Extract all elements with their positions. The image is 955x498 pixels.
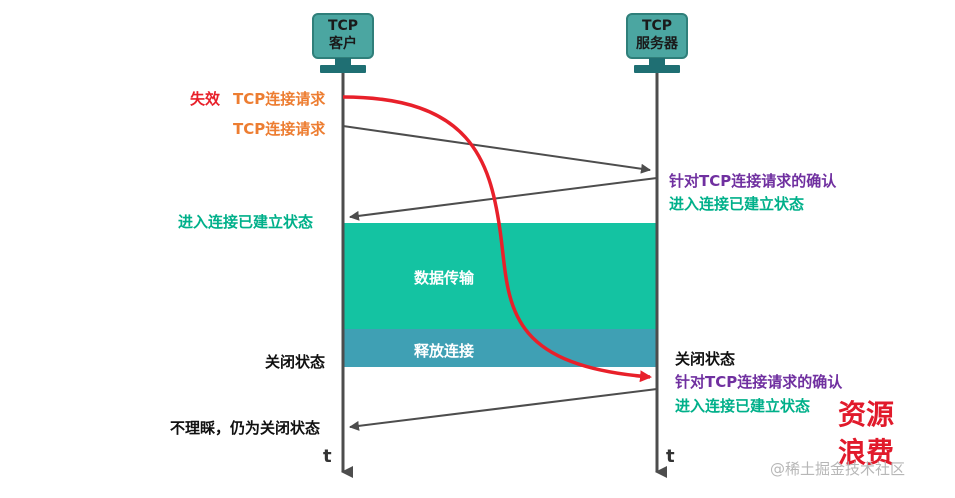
- client-host-line2: 客户: [329, 36, 357, 52]
- resource-waste-line2: 浪费: [838, 436, 895, 469]
- client-ignore-label: 不理睬，仍为关闭状态: [170, 419, 321, 437]
- client-established-label: 进入连接已建立状态: [178, 213, 314, 231]
- client-host-line1: TCP: [327, 18, 359, 34]
- request-arrow: [342, 125, 651, 174]
- client-host-label: TCP 客户: [313, 17, 373, 53]
- ack-arrow-1: [349, 177, 658, 221]
- server-computer-icon: [626, 13, 688, 73]
- ack-arrow-2: [349, 388, 658, 431]
- release-connection-block: [343, 329, 657, 367]
- server-ack2-line1: 针对TCP连接请求的确认: [675, 373, 843, 391]
- server-ack1-line1: 针对TCP连接请求的确认: [669, 172, 837, 190]
- server-ack1-line2: 进入连接已建立状态: [669, 195, 805, 213]
- failed-tag: 失效: [190, 90, 221, 108]
- failed-request-label: TCP连接请求: [233, 90, 326, 108]
- release-connection-label: 释放连接: [414, 342, 475, 360]
- server-closed-label: 关闭状态: [675, 350, 736, 368]
- request-label: TCP连接请求: [233, 120, 326, 138]
- server-host-line1: TCP: [641, 18, 673, 34]
- client-time-label: t: [323, 446, 332, 467]
- client-computer-icon: [312, 13, 374, 73]
- server-host-line2: 服务器: [636, 36, 678, 52]
- resource-waste-line1: 资源: [838, 398, 895, 431]
- watermark: @稀土掘金技术社区: [770, 460, 906, 478]
- server-time-label: t: [666, 446, 675, 467]
- data-transfer-label: 数据传输: [414, 269, 475, 287]
- server-ack2-line2: 进入连接已建立状态: [675, 397, 811, 415]
- resource-waste-label: 资源 浪费: [838, 396, 894, 472]
- server-host-label: TCP 服务器: [627, 17, 687, 53]
- client-closed-label: 关闭状态: [265, 353, 326, 371]
- delayed-request-curve: [342, 95, 652, 383]
